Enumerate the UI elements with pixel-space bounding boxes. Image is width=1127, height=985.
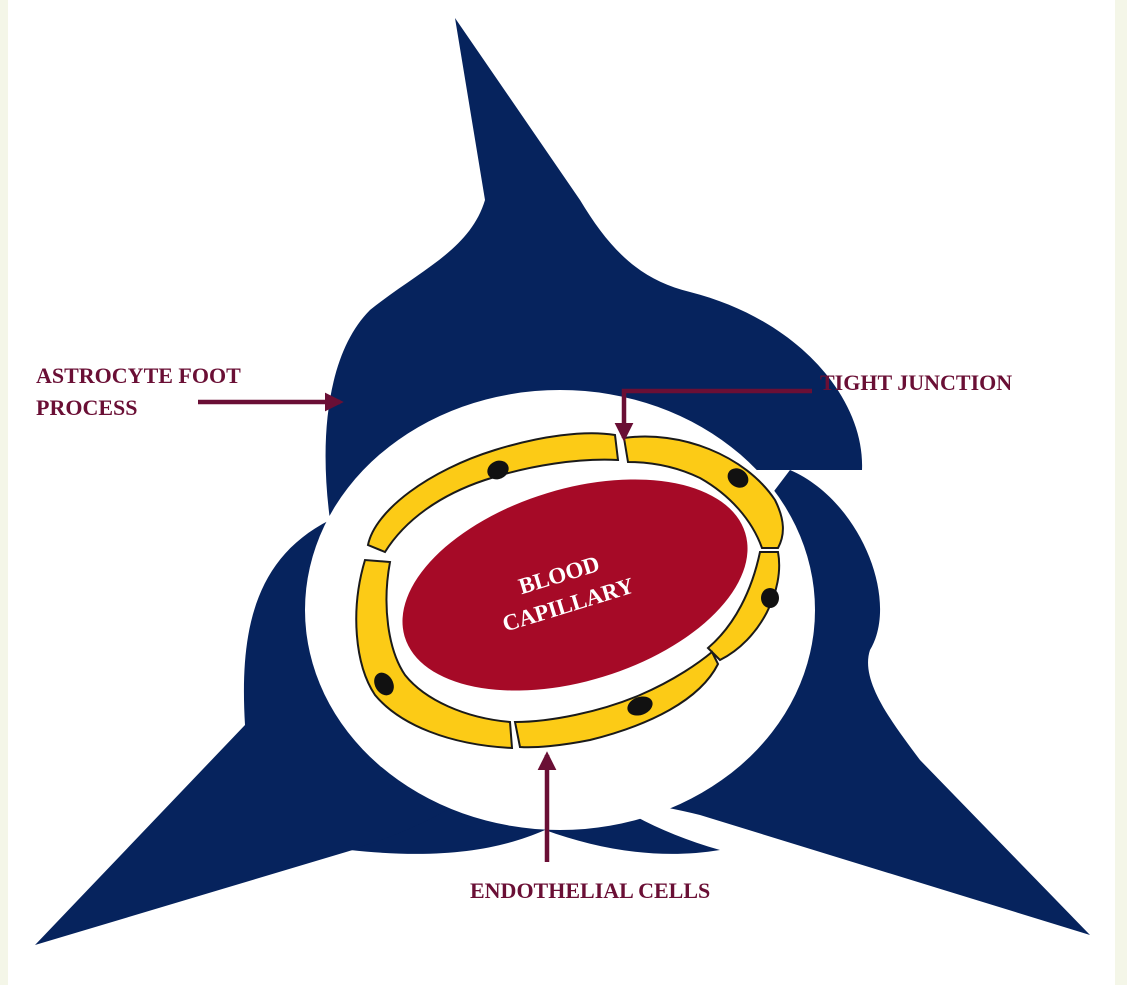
tight-junction-label: TIGHT JUNCTION xyxy=(820,370,1012,395)
astrocyte-label-line2: PROCESS xyxy=(36,395,137,420)
astrocyte-label-line1: ASTROCYTE FOOT xyxy=(36,363,241,388)
endothelial-cells-label: ENDOTHELIAL CELLS xyxy=(470,878,710,903)
nucleus xyxy=(761,588,779,608)
